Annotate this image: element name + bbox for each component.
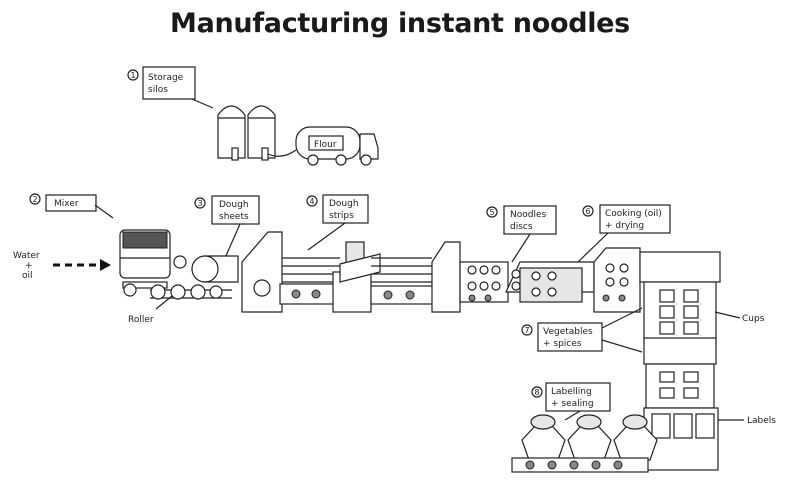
- step-number: 8: [534, 388, 539, 397]
- callout-pointer: [191, 98, 214, 109]
- step-number-circle: [521, 324, 533, 336]
- step-number: 2: [32, 195, 37, 204]
- sealed-cups-conveyor: [511, 414, 658, 473]
- labels-label: Labels: [747, 416, 776, 426]
- storage-silos: [217, 105, 297, 161]
- conveyor-section-a: [241, 231, 341, 313]
- step-label-line2: strips: [329, 211, 354, 221]
- callout-pointer: [307, 222, 346, 251]
- callout-pointer: [564, 410, 581, 421]
- flour-label: Flour: [314, 140, 337, 150]
- step-number: 6: [585, 207, 590, 216]
- step-label-line1: Dough: [329, 199, 359, 209]
- step-number-circle: [194, 197, 206, 209]
- step-8-callout: 8 Labelling + sealing: [531, 382, 611, 421]
- strip-cutter: [332, 241, 434, 313]
- callout-pointer: [601, 307, 643, 353]
- labels-station: Labels: [643, 407, 776, 471]
- step-label-box: [45, 194, 97, 212]
- step-label-line1: Dough: [219, 200, 249, 210]
- step-number: 4: [309, 197, 314, 206]
- step-number-circle: [531, 386, 543, 398]
- step-label-box: [211, 195, 260, 225]
- mixer-machine: [119, 229, 171, 289]
- step-label-box: [503, 205, 557, 235]
- step-6-callout: 6 Cooking (oil) + drying: [577, 204, 671, 263]
- drying-unit: [593, 247, 641, 313]
- disc-press: [431, 241, 509, 313]
- step-2-callout: 2 Mixer: [29, 193, 114, 219]
- cup-filling-station: Cups: [639, 251, 765, 343]
- step-number: 7: [524, 326, 529, 335]
- step-label-box: [599, 204, 671, 234]
- callout-pointer: [511, 233, 531, 263]
- step-number-circle: [582, 205, 594, 217]
- step-4-callout: 4 Dough strips: [306, 194, 369, 251]
- step-label-box: [322, 194, 369, 224]
- step-number-circle: [486, 206, 498, 218]
- step-number: 1: [130, 71, 135, 80]
- cups-label: Cups: [742, 314, 765, 324]
- step-3-callout: 3 Dough sheets: [194, 195, 260, 259]
- input-label-water: Water: [13, 251, 40, 261]
- step-number: 3: [197, 199, 202, 208]
- step-7-callout: 7 Vegetables + spices: [521, 307, 643, 353]
- step-label-line1: Labelling: [551, 387, 592, 397]
- cooking-tray: [505, 261, 595, 303]
- step-label-line1: Storage: [148, 73, 184, 83]
- diagram-title: Manufacturing instant noodles: [170, 8, 630, 39]
- step-1-callout: 1 Storage silos: [127, 66, 214, 109]
- flour-tanker: Flour: [295, 126, 379, 166]
- step-label-line2: discs: [510, 222, 533, 232]
- vegetable-station: [643, 337, 717, 409]
- water-oil-input: Water + oil: [13, 251, 111, 281]
- step-label-line1: Vegetables: [543, 327, 593, 337]
- step-label-line1: Mixer: [54, 199, 79, 209]
- step-label-line1: Noodles: [510, 210, 546, 220]
- input-label-plus: +: [25, 261, 33, 271]
- step-5-callout: 5 Noodles discs: [486, 205, 557, 263]
- input-label-oil: oil: [22, 271, 33, 281]
- step-label-line2: + spices: [543, 339, 582, 349]
- step-label-box: [142, 66, 196, 100]
- step-label-line2: sheets: [219, 212, 249, 222]
- callout-pointer: [577, 232, 609, 263]
- step-label-box: [545, 382, 611, 412]
- roller-label: Roller: [128, 315, 154, 325]
- step-label-line2: + drying: [605, 221, 644, 231]
- step-number-circle: [29, 193, 41, 205]
- dough-sheet-roll: [191, 255, 239, 283]
- step-label-line2: silos: [148, 85, 168, 95]
- callout-pointer: [94, 204, 114, 219]
- step-label-box: [537, 322, 603, 352]
- step-number-circle: [306, 195, 318, 207]
- step-number-circle: [127, 69, 139, 81]
- step-label-line1: Cooking (oil): [605, 209, 662, 219]
- callout-pointer: [224, 223, 241, 259]
- step-label-line2: + sealing: [551, 399, 594, 409]
- step-number: 5: [489, 208, 494, 217]
